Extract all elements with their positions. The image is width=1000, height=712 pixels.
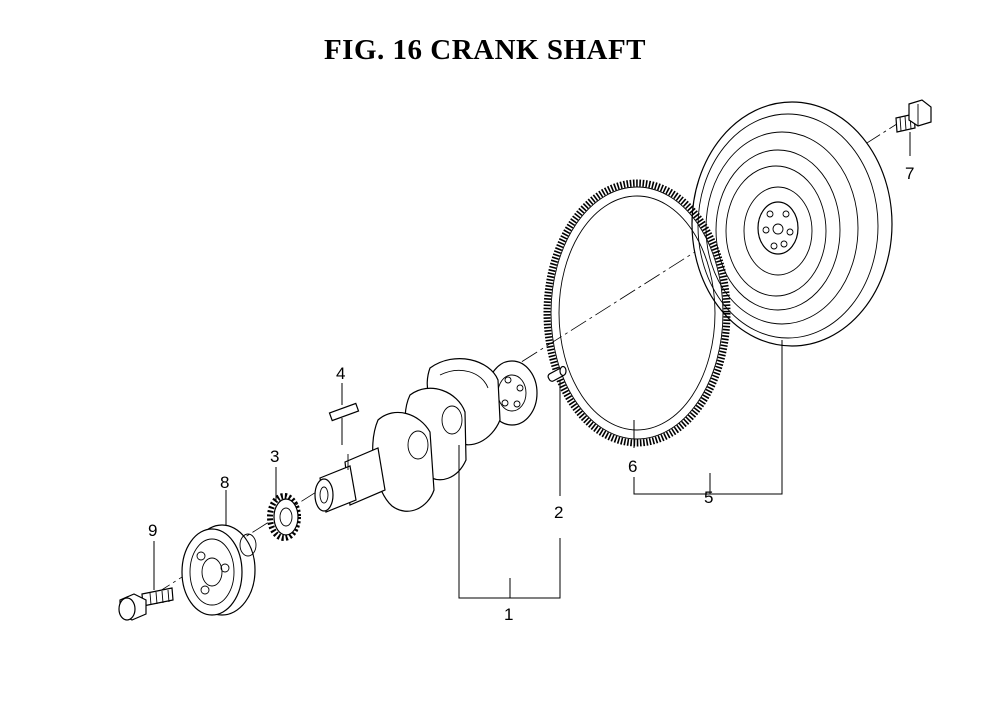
callout-4: 4 bbox=[336, 364, 345, 383]
ring-gear-part bbox=[543, 179, 731, 447]
callout-1: 1 bbox=[504, 605, 513, 624]
callout-3: 3 bbox=[270, 447, 279, 466]
flywheel-part bbox=[691, 101, 893, 347]
crankshaft-part bbox=[314, 358, 538, 513]
callout-2: 2 bbox=[554, 503, 563, 522]
callout-5: 5 bbox=[704, 488, 713, 507]
flywheel-bolt-part bbox=[895, 99, 932, 133]
dowel-pin-part bbox=[547, 365, 567, 382]
figure-title: FIG. 16 CRANK SHAFT bbox=[323, 34, 647, 66]
crank-gear-part bbox=[267, 493, 301, 541]
callout-8: 8 bbox=[220, 473, 229, 492]
crank-pulley-part bbox=[181, 524, 257, 616]
callout-6: 6 bbox=[628, 457, 637, 476]
pulley-bolt-part bbox=[118, 587, 174, 621]
callout-7: 7 bbox=[905, 164, 914, 183]
callout-9: 9 bbox=[148, 521, 157, 540]
leader-lines bbox=[153, 132, 911, 599]
key-part bbox=[328, 402, 360, 422]
